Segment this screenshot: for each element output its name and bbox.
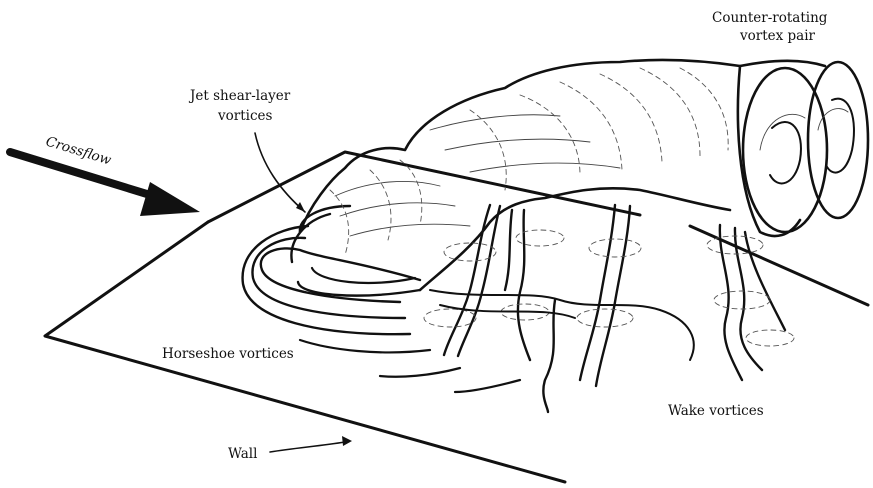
- wake-label: Wake vortices: [668, 403, 764, 419]
- counter-rotating-label-line2: vortex pair: [739, 28, 816, 44]
- counter-rotating-vortex-pair: [738, 62, 868, 236]
- jet-shear-label-line1: Jet shear-layer: [188, 88, 291, 104]
- counter-rotating-label-line1: Counter-rotating: [712, 10, 828, 26]
- jet-shear-label-line2: vortices: [217, 108, 273, 124]
- horseshoe-label: Horseshoe vortices: [162, 346, 294, 362]
- jet-shear-arrowhead: [296, 202, 305, 212]
- wall-arrowhead: [342, 436, 352, 446]
- wall-label: Wall: [228, 446, 257, 462]
